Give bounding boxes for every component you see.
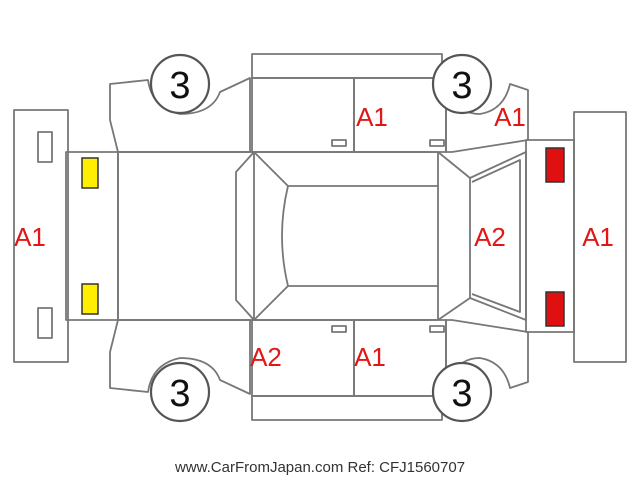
top-door-handle-rear [429, 139, 445, 147]
front-bonnet [117, 151, 255, 321]
mark-front-fender-left: A2 [250, 342, 282, 372]
front-bumper-vent-top [37, 131, 53, 163]
wheel-top-left [149, 53, 211, 115]
windshield [281, 185, 439, 287]
mark-roof-front: A1 [356, 102, 388, 132]
windshield-frame [253, 151, 439, 321]
mark-rear-bumper: A1 [582, 222, 614, 252]
taillight-bottom-indicator [545, 291, 565, 327]
wheel-grade-bottom-left: 3 [169, 373, 190, 415]
front-bumper-vent-bottom [37, 307, 53, 339]
mark-rear-door-left: A1 [354, 342, 386, 372]
roof-panel [235, 151, 471, 321]
headlight-top-indicator [81, 157, 99, 189]
mark-front-bumper: A1 [14, 222, 46, 252]
front-bumper-panel [13, 109, 69, 363]
rear-hatch-inner [471, 159, 521, 313]
mark-rear-fender-right: A1 [494, 102, 526, 132]
wheel-bottom-right [431, 361, 493, 423]
mark-tailgate: A2 [474, 222, 506, 252]
taillight-top-indicator [545, 147, 565, 183]
wheel-grade-top-right: 3 [451, 65, 472, 107]
rear-panel [525, 139, 575, 333]
headlight-bottom-indicator [81, 283, 99, 315]
wheel-grade-bottom-right: 3 [451, 373, 472, 415]
bottom-door-handle-front [331, 325, 347, 333]
bottom-roof-rail [251, 395, 443, 421]
bottom-front-fender [109, 319, 251, 395]
footer-reference: www.CarFromJapan.com Ref: CFJ1560707 [174, 459, 466, 476]
top-door-handle-front [331, 139, 347, 147]
wheel-bottom-left [149, 361, 211, 423]
top-roof-rail [251, 53, 443, 79]
wheel-top-right [431, 53, 493, 115]
bottom-door-handle-rear [429, 325, 445, 333]
wheel-grade-top-left: 3 [169, 65, 190, 107]
